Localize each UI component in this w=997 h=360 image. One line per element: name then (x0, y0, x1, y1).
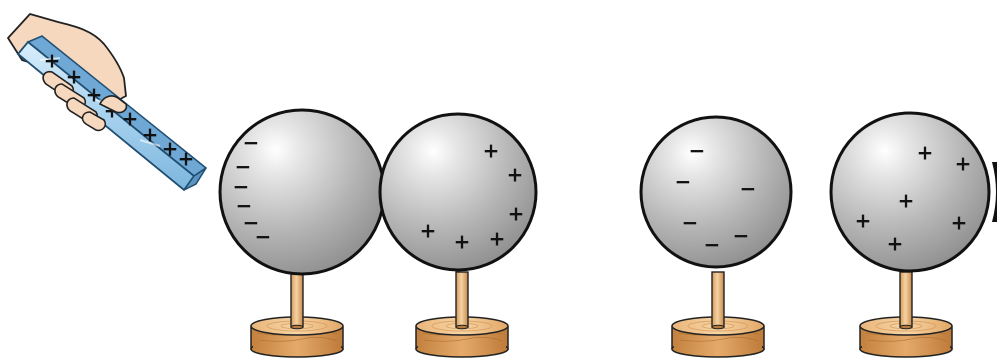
minus-sign: − (733, 224, 750, 248)
stand-2 (416, 272, 508, 357)
minus-sign: − (255, 225, 272, 249)
plus-sign: + (917, 141, 934, 165)
plus-sign: + (454, 230, 471, 254)
plus-sign: + (887, 232, 904, 256)
stand-3 (672, 272, 764, 357)
sphere-1: − − − − − − (220, 110, 384, 274)
stand-4 (860, 272, 952, 357)
minus-sign: − (689, 139, 706, 163)
plus-sign: + (162, 137, 179, 161)
plus-sign: + (508, 202, 525, 226)
minus-sign: − (682, 211, 699, 235)
stand-1 (251, 272, 343, 357)
plus-sign: + (955, 152, 972, 176)
plus-sign: + (142, 123, 159, 147)
edge-object (992, 162, 997, 222)
plus-sign: + (898, 189, 915, 213)
minus-sign: − (704, 233, 721, 257)
minus-sign: − (675, 170, 692, 194)
plus-sign: + (855, 209, 872, 233)
minus-sign: − (740, 177, 757, 201)
plus-sign: + (951, 211, 968, 235)
minus-sign: − (243, 131, 260, 155)
plus-sign: + (420, 219, 437, 243)
sphere-4: + + + + + + (831, 113, 989, 271)
sphere-3: − − − − − − (641, 117, 791, 267)
hand-holding-rod: + + + + + + + + (8, 14, 206, 190)
plus-sign: + (483, 139, 500, 163)
plus-sign: + (178, 147, 195, 171)
plus-sign: + (44, 49, 61, 73)
sphere-2: + + + + + + (380, 114, 536, 270)
plus-sign: + (507, 163, 524, 187)
plus-sign: + (489, 227, 506, 251)
